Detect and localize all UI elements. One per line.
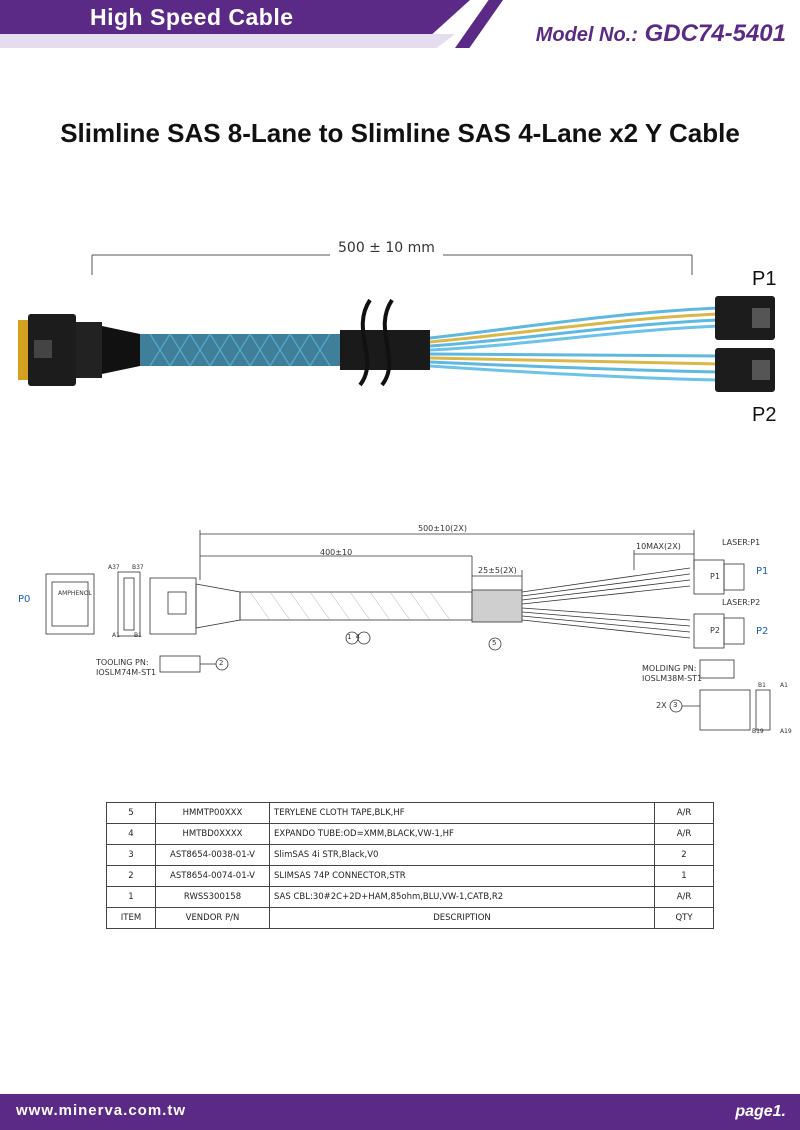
pin-b19: B19 [752, 728, 764, 735]
header-slash [455, 0, 503, 48]
pin-a37: A37 [108, 564, 120, 571]
laser-p2: LASER:P2 [722, 598, 761, 607]
bom-description: SlimSAS 4i STR,Black,V0 [269, 844, 655, 866]
bom-description: DESCRIPTION [269, 907, 655, 929]
gold-contacts [18, 320, 30, 380]
pin-a1-right: A1 [780, 682, 788, 689]
bom-vendor-pn: HMMTP00XXX [155, 802, 270, 824]
bom-item: 3 [106, 844, 156, 866]
molding-label: MOLDING PN: [642, 664, 697, 673]
p1-conn-label: P1 [710, 572, 720, 581]
pin-b1: B1 [134, 632, 142, 639]
port-p1-label: P1 [752, 268, 777, 290]
website-link[interactable]: www.minerva.com.tw [16, 1102, 186, 1119]
bom-qty: QTY [654, 907, 714, 929]
bom-vendor-pn: RWSS300158 [155, 886, 270, 908]
bom-description: TERYLENE CLOTH TAPE,BLK,HF [269, 802, 655, 824]
bom-description: EXPANDO TUBE:OD=XMM,BLACK,VW-1,HF [269, 823, 655, 845]
footer-band [0, 1094, 800, 1130]
cable-photo [18, 254, 775, 392]
tooling-pn: IOSLM74M-ST1 [96, 668, 157, 677]
pin-a1: A1 [112, 632, 120, 639]
bom-vendor-pn: VENDOR P/N [155, 907, 270, 929]
bom-vendor-pn: HMTBD0XXXX [155, 823, 270, 845]
bom-vendor-pn: AST8654-0074-01-V [155, 865, 270, 887]
length-dimension: 500 ± 10 mm [330, 240, 443, 256]
callout-tape: 5 [492, 639, 497, 647]
p2-connector [715, 348, 775, 392]
callout-connector: 2 [219, 659, 224, 667]
pin-b37: B37 [132, 564, 144, 571]
bom-item: 5 [106, 802, 156, 824]
pin-a19: A19 [780, 728, 792, 735]
model-value: GDC74-5401 [644, 20, 786, 47]
dim-trunk: 400±10 [320, 548, 353, 557]
page-number: page1. [735, 1103, 786, 1120]
technical-drawing [45, 530, 771, 731]
header-accent [0, 34, 455, 48]
bom-item: 1 [106, 886, 156, 908]
conn2-qty: 2X [656, 701, 667, 710]
molding-pn: IOSLM38M-ST1 [642, 674, 703, 683]
page-title: Slimline SAS 8-Lane to Slimline SAS 4-La… [60, 118, 740, 148]
tooling-label: TOOLING PN: [96, 658, 149, 667]
port-p2-label: P2 [752, 404, 777, 426]
bom-description: SLIMSAS 74P CONNECTOR,STR [269, 865, 655, 887]
bom-item: 4 [106, 823, 156, 845]
bom-item: ITEM [106, 907, 156, 929]
callout-connector-4i: 3 [673, 701, 678, 709]
bom-qty: A/R [654, 823, 714, 845]
bom-vendor-pn: AST8654-0038-01-V [155, 844, 270, 866]
bom-qty: 1 [654, 865, 714, 887]
bom-item: 2 [106, 865, 156, 887]
model-number: Model No.: GDC74-5401 [536, 20, 786, 48]
drawing-p2: P2 [756, 626, 769, 637]
bom-description: SAS CBL:30#2C+2D+HAM,85ohm,BLU,VW-1,CATB… [269, 886, 655, 908]
pin-b1-right: B1 [758, 682, 766, 689]
p1-connector [715, 296, 775, 340]
drawing-p0: P0 [18, 594, 31, 605]
bom-qty: A/R [654, 802, 714, 824]
drawing-p1: P1 [756, 566, 769, 577]
laser-p1: LASER:P1 [722, 538, 761, 547]
p2-conn-label: P2 [710, 626, 720, 635]
dim-tape: 25±5(2X) [478, 566, 517, 575]
category-title: High Speed Cable [90, 4, 294, 30]
callout-cable: 14 [347, 633, 364, 641]
dim-overall: 500±10(2X) [418, 524, 467, 533]
bom-qty: A/R [654, 886, 714, 908]
bom-qty: 2 [654, 844, 714, 866]
model-label: Model No.: [535, 24, 638, 46]
header-band [0, 0, 470, 34]
dim-breakout: 10MAX(2X) [636, 542, 681, 551]
p0-conn-text: AMPHENOL [58, 590, 92, 597]
